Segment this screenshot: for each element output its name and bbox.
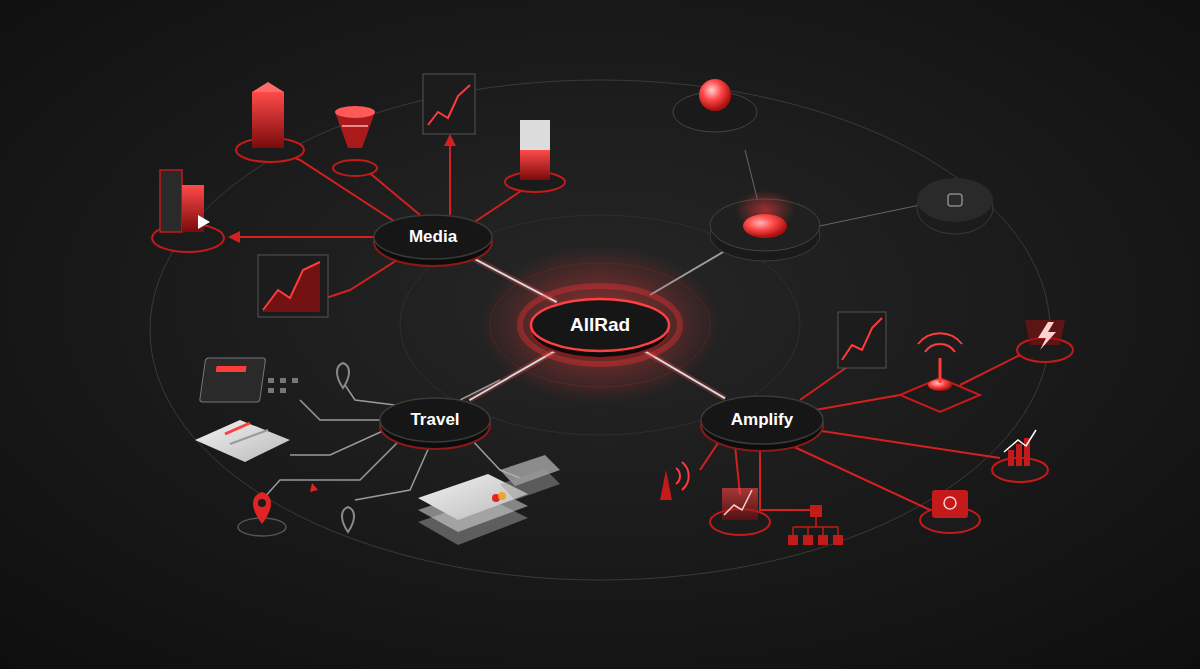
ellipse-node: Amplify (700, 393, 824, 447)
ellipse-node: Media (373, 212, 493, 262)
node-label: Amplify (731, 410, 793, 430)
node-label: AllRad (570, 314, 630, 336)
node-label: Media (409, 227, 457, 247)
node-label: Travel (410, 410, 459, 430)
ellipse-node: Travel (379, 395, 491, 445)
ellipse-node: AllRad (530, 296, 670, 354)
